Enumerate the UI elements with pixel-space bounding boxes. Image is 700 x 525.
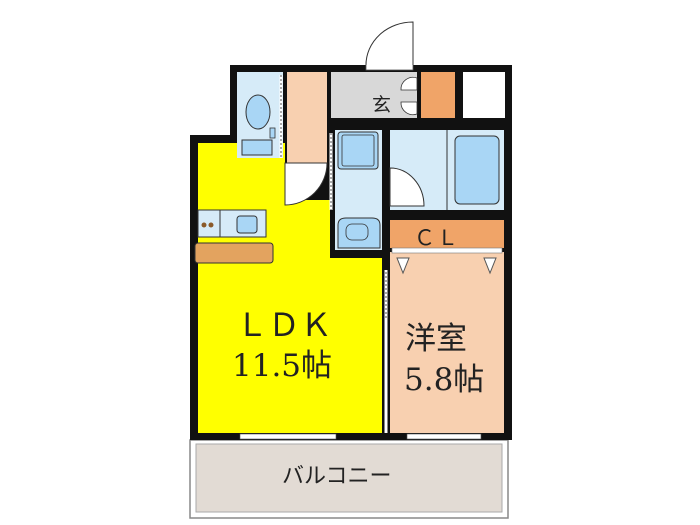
toilet-bowl-icon	[245, 94, 271, 130]
front-door-swing	[365, 21, 414, 66]
ldk-window	[239, 433, 337, 440]
closet-label: ＣＬ	[414, 226, 460, 250]
toilet-paper-icon	[269, 127, 276, 139]
western-room-size: 5.8帖	[404, 362, 485, 398]
sink-icon	[236, 215, 258, 234]
shoe-box-door-swing	[400, 101, 418, 116]
western-room-label: 洋室	[405, 321, 467, 357]
closet-door-marker	[483, 257, 497, 275]
closet	[390, 220, 504, 248]
storage-room	[287, 72, 327, 163]
ldk-size: 11.5帖	[232, 348, 333, 384]
closet-door-track	[391, 247, 503, 254]
kitchen-bar-counter	[194, 242, 274, 264]
western-room-window	[406, 433, 482, 440]
western-room	[390, 252, 504, 433]
bathroom-door-swing	[389, 167, 425, 207]
pipe-space	[463, 72, 505, 118]
closet-door-marker	[396, 257, 410, 275]
balcony	[195, 443, 503, 513]
shoe-box-door-swing	[400, 76, 418, 91]
stove-burner-icon	[201, 222, 207, 228]
entrance	[331, 72, 417, 118]
toilet-tank-icon	[241, 139, 273, 156]
shoe-box	[421, 72, 455, 118]
entrance-label: 玄	[372, 94, 392, 116]
stove-burner-icon	[208, 222, 214, 228]
bathtub-icon	[454, 135, 500, 205]
ldk-door-swing	[284, 162, 328, 206]
ldk-label: ＬＤＫ	[236, 306, 333, 344]
balcony-label: バルコニー	[282, 464, 392, 489]
